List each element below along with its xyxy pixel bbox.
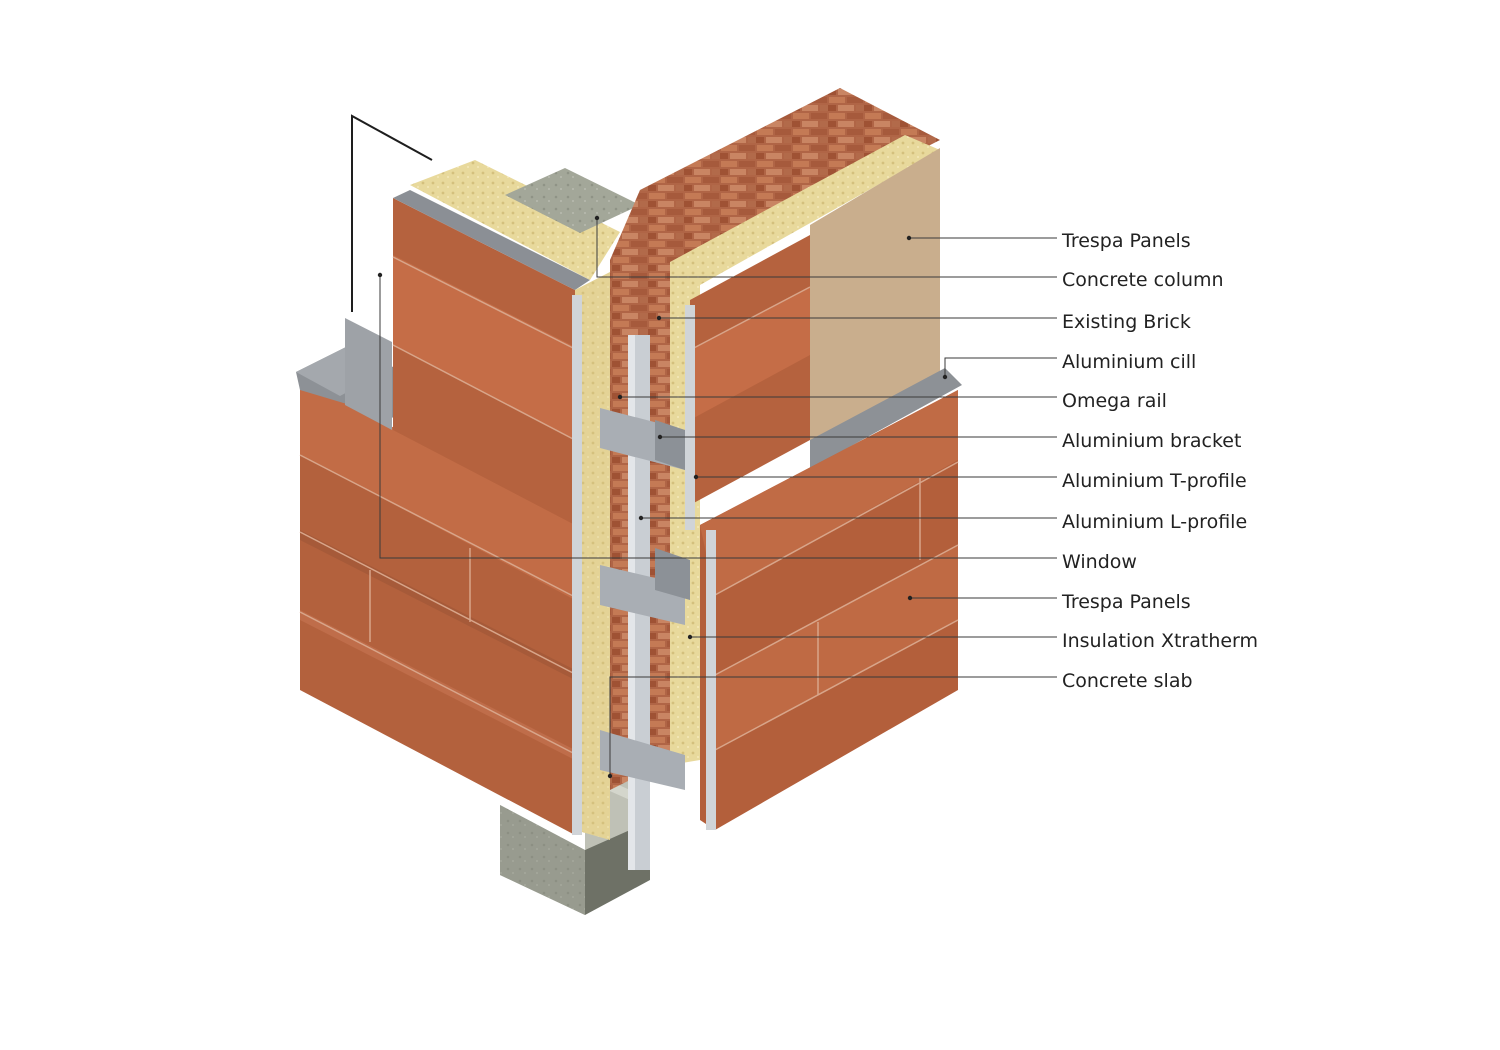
aluminium-framing <box>572 295 716 870</box>
window-frame-line <box>351 114 433 312</box>
left-upper-facade <box>392 190 590 525</box>
callout-label: Concrete slab <box>1062 670 1193 692</box>
leader-dot <box>942 374 948 380</box>
leader-dot <box>656 315 662 321</box>
right-lower-facade <box>700 390 959 830</box>
right-beige-panel <box>810 148 940 445</box>
leader-dot <box>638 515 644 521</box>
leader-line <box>596 218 1057 278</box>
callout-label: Aluminium T-profile <box>1062 470 1247 492</box>
right-aluminium-cill <box>810 368 962 470</box>
left-lower-facade <box>299 380 576 835</box>
callout-label: Aluminium L-profile <box>1062 511 1247 533</box>
leader-line <box>609 676 1057 776</box>
leader-dot <box>377 272 383 278</box>
leader-dot <box>594 215 600 221</box>
callout-label: Omega rail <box>1062 390 1167 412</box>
callout-label: Aluminium bracket <box>1062 430 1241 452</box>
callout-label: Existing Brick <box>1062 311 1191 333</box>
leader-dot <box>693 474 699 480</box>
leader-dot <box>617 394 623 400</box>
callout-label: Insulation Xtratherm <box>1062 630 1258 652</box>
leader-dot <box>906 235 912 241</box>
leader-dot <box>907 595 913 601</box>
callout-label: Concrete column <box>1062 269 1224 291</box>
leader-dot <box>607 773 613 779</box>
callout-label: Trespa Panels <box>1061 591 1191 613</box>
leader-dot <box>687 634 693 640</box>
callout-label: Aluminium cill <box>1062 351 1196 373</box>
callout-label: Trespa Panels <box>1061 230 1191 252</box>
concrete-column-top <box>505 168 640 233</box>
leader-line <box>944 357 1057 377</box>
leader-line <box>379 275 1057 559</box>
leader-dot <box>657 434 663 440</box>
callout-label: Window <box>1062 551 1137 573</box>
